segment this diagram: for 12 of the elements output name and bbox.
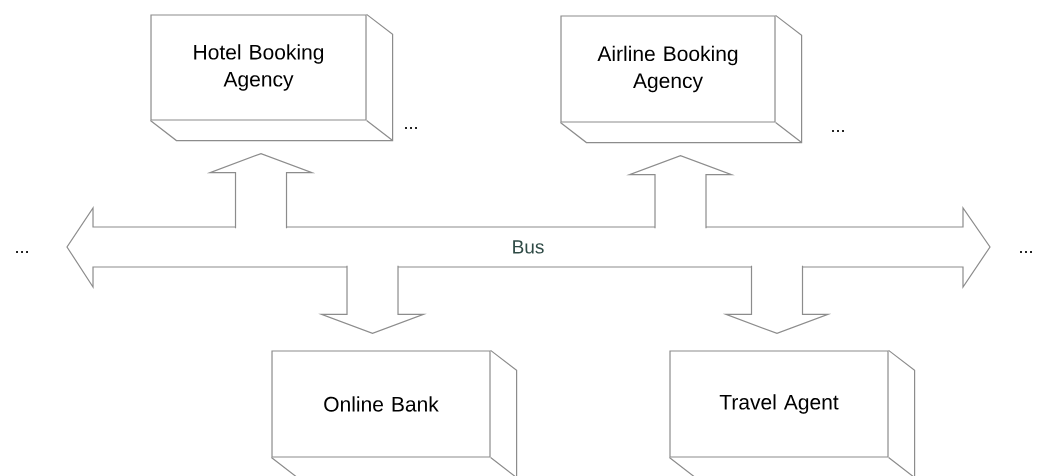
ellipsis: ... [405, 127, 417, 129]
box-3d: Airline Booking Agency [559, 14, 803, 144]
box-3d: Travel Agent [668, 349, 916, 476]
ellipsis: ... [16, 251, 28, 253]
box-3d: Online Bank [270, 349, 518, 476]
box-3d: Hotel Booking Agency [149, 13, 394, 142]
block-arrow [206, 152, 316, 229]
ellipsis: ... [1020, 251, 1032, 253]
ellipsis: ... [832, 130, 844, 132]
block-arrow [318, 265, 427, 335]
block-arrow [722, 265, 832, 335]
block-arrow [626, 154, 735, 229]
